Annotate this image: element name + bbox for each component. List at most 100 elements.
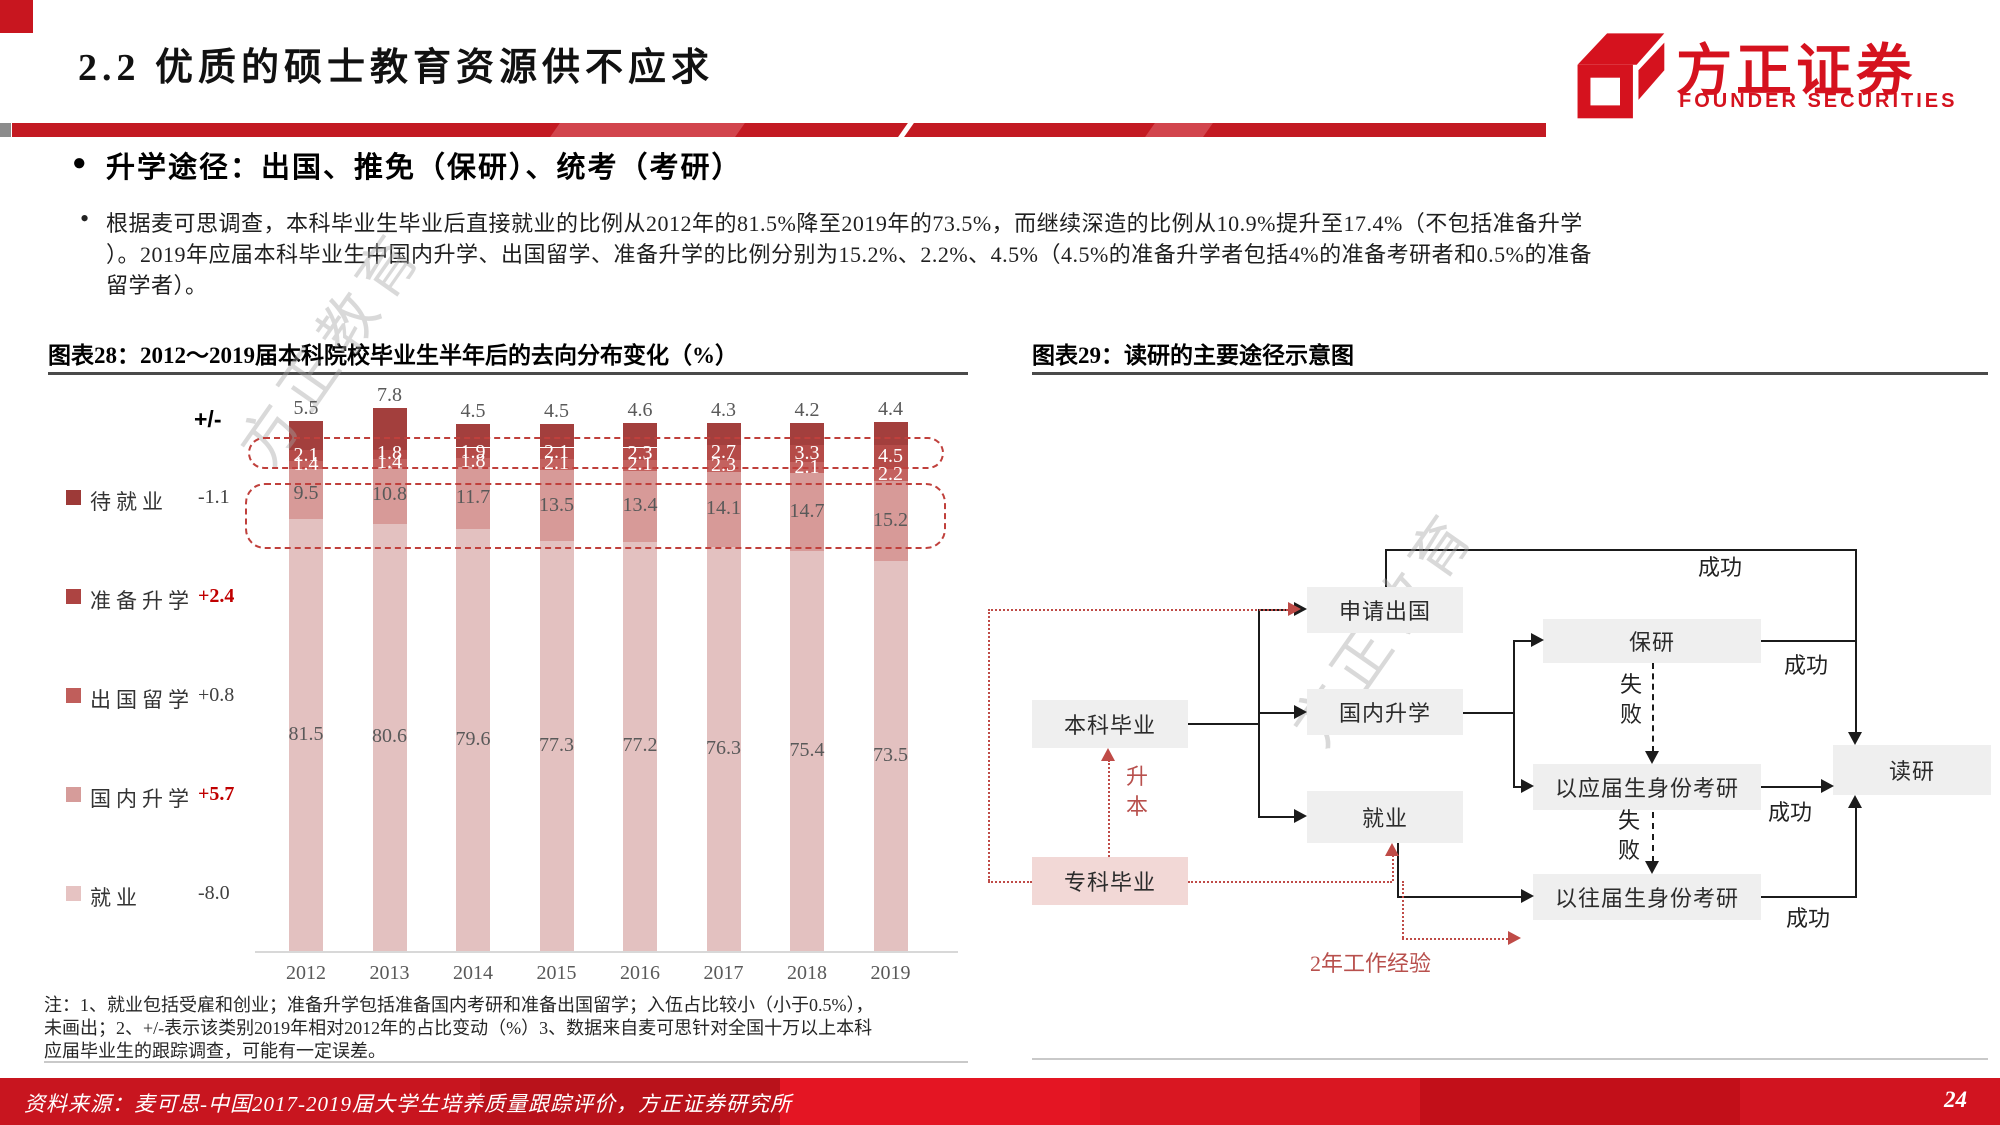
bar-segment-准备升学	[289, 450, 323, 462]
legend-swatch	[66, 787, 81, 802]
flow-line	[1402, 938, 1508, 940]
bar-segment-出国留学	[289, 461, 323, 469]
flow-arrow-d	[1645, 861, 1659, 874]
bar-segment-出国留学	[623, 459, 657, 471]
dashed-highlight-box-lower	[245, 483, 946, 549]
section-heading: 升学途径：出国、推免（保研）、统考（考研）	[106, 152, 743, 184]
legend-label: 就业	[90, 886, 142, 910]
paragraph-line: 根据麦可思调查，本科毕业生毕业后直接就业的比例从2012年的81.5%降至201…	[106, 211, 1583, 236]
bar-value-label: 4.5	[878, 445, 903, 468]
flow-label-work_exp: 2年工作经验	[1310, 951, 1432, 976]
bar-segment-准备升学	[873, 445, 908, 470]
flow-arrow-r	[1531, 633, 1544, 647]
flow-arrow-u	[1101, 748, 1115, 761]
bar-segment-准备升学	[539, 447, 574, 459]
flow-node-yingjie: 以应届生身份考研	[1533, 764, 1761, 810]
flow-arrow-r	[1521, 889, 1534, 903]
flow-label-fail_yingjie: 失败	[1617, 808, 1640, 863]
flow-line	[1188, 881, 1392, 883]
bar-value-label: 5.5	[293, 397, 319, 419]
flow-arrow-r	[1294, 809, 1307, 823]
flow-line	[1385, 549, 1855, 551]
bar-value-label: 2.3	[711, 453, 736, 476]
header-band	[12, 123, 1546, 137]
bar-value-label: 1.8	[460, 450, 486, 473]
flow-line	[988, 609, 990, 881]
bar-value-label: 4.2	[794, 398, 820, 421]
bar-segment-出国留学	[539, 458, 574, 470]
header-band-accent	[0, 123, 11, 137]
bar-value-label: 1.4	[293, 452, 319, 475]
flow-line	[988, 881, 1032, 883]
flow-label-shengben: 升本	[1125, 764, 1148, 819]
bar-segment-就业	[706, 546, 741, 951]
bar-value-label: 15.2	[873, 509, 908, 532]
flow-arrow-u	[1848, 795, 1862, 808]
flow-line	[1397, 843, 1399, 897]
figure28-title: 图表28：2012～2019届本科院校毕业生半年后的去向分布变化（%）	[48, 343, 738, 368]
bar-value-label: 2.1	[544, 452, 569, 475]
legend-swatch	[66, 886, 81, 901]
page-title: 2.2 优质的硕士教育资源供不应求	[78, 47, 715, 89]
bar-segment-国内升学	[372, 466, 407, 524]
bar-value-label: 2.1	[627, 453, 653, 476]
bar-value-label: 79.6	[455, 728, 491, 751]
x-axis-label: 2019	[870, 962, 911, 984]
flow-line	[1188, 723, 1258, 725]
flow-node-guonei: 国内升学	[1307, 689, 1463, 735]
flow-arrow-r	[1508, 931, 1521, 945]
bar-value-label: 80.6	[372, 725, 407, 748]
flow-node-benke: 本科毕业	[1032, 700, 1188, 748]
bar-segment-准备升学	[790, 444, 824, 463]
legend-swatch	[66, 688, 81, 703]
bar-segment-准备升学	[372, 449, 407, 460]
legend-swatch	[66, 589, 81, 604]
source-text: 资料来源：麦可思-中国2017-2019届大学生培养质量跟踪评价，方正证券研究所	[24, 1092, 792, 1116]
legend-label: 准备升学	[90, 589, 194, 613]
founder-cube-icon	[1577, 33, 1665, 119]
dashed-highlight-box-upper	[248, 437, 944, 469]
bar-value-label: 2.2	[878, 463, 903, 486]
bar-segment-待就业	[539, 423, 574, 448]
flow-node-shenqing: 申请出国	[1307, 587, 1463, 633]
bar-segment-国内升学	[790, 473, 824, 552]
logo-cn-text: 方正证券	[1676, 39, 1916, 102]
bar-value-label: 77.3	[539, 734, 574, 757]
bar-value-label: 76.3	[706, 736, 741, 759]
x-axis-label: 2017	[703, 962, 744, 984]
x-axis-baseline	[255, 951, 958, 953]
bar-segment-出国留学	[873, 469, 908, 481]
bar-value-label: 13.4	[622, 494, 658, 517]
x-axis-label: 2014	[453, 962, 493, 984]
bullet-icon: ●	[72, 150, 87, 176]
legend-label: 国内升学	[90, 787, 194, 811]
bar-value-label: 73.5	[873, 744, 908, 767]
bar-value-label: 11.7	[455, 486, 491, 509]
bar-value-label: 14.1	[706, 497, 741, 520]
bar-segment-国内升学	[289, 468, 323, 520]
bar-segment-就业	[873, 561, 908, 951]
bar-segment-出国留学	[456, 457, 490, 468]
legend-label: 待就业	[90, 490, 168, 514]
bar-value-label: 1.4	[377, 450, 402, 473]
bar-value-label: 2.1	[293, 443, 319, 466]
bar-segment-就业	[539, 541, 574, 951]
flow-node-duyan: 读研	[1833, 745, 1991, 795]
bar-value-label: 9.5	[293, 481, 319, 504]
legend-label: 出国留学	[90, 688, 194, 712]
footer-band: 资料来源：麦可思-中国2017-2019届大学生培养质量跟踪评价，方正证券研究所…	[0, 1078, 2000, 1125]
flow-line	[1258, 609, 1260, 817]
header-band-wedge	[1145, 123, 1213, 137]
flow-line	[1513, 640, 1531, 642]
figure28-note: 应届毕业生的跟踪调查，可能有一定误差。	[44, 1041, 386, 1061]
bar-value-label: 4.5	[544, 399, 569, 422]
flow-line	[1513, 786, 1521, 788]
legend-change-value: -1.1	[198, 486, 230, 508]
flow-line	[1761, 896, 1857, 898]
x-axis-label: 2013	[369, 962, 410, 984]
logo-en-text: FOUNDER SECURITIES	[1679, 90, 1958, 112]
bar-value-label: 4.5	[460, 399, 486, 422]
flow-label-success_wangjie: 成功	[1786, 906, 1831, 931]
bar-segment-准备升学	[456, 447, 490, 458]
